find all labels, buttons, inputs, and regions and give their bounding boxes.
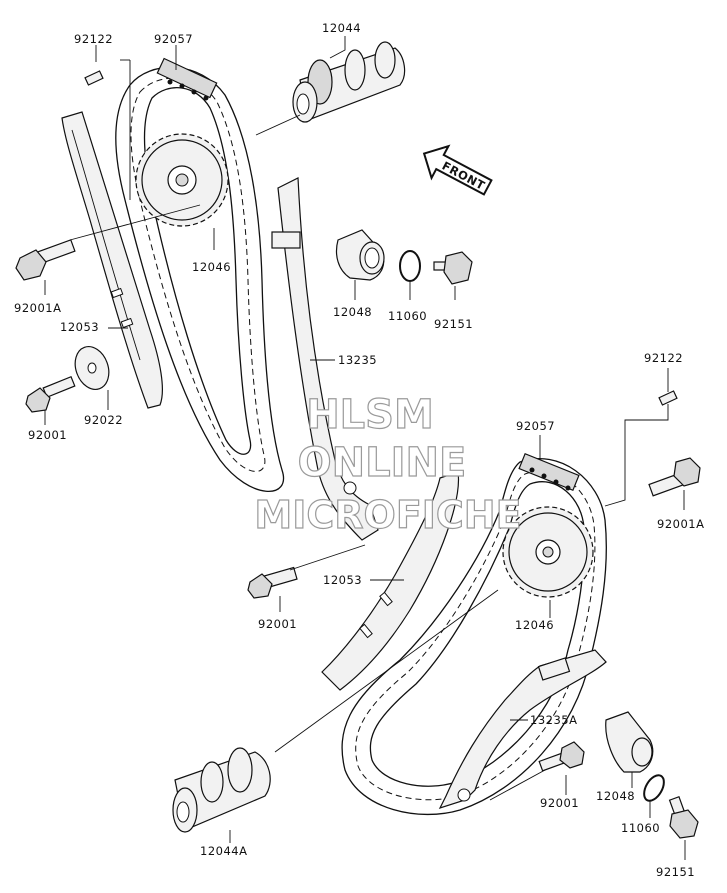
- label-11060-lower: 11060: [621, 821, 660, 835]
- label-92022: 92022: [84, 413, 123, 427]
- tensioner-guide-13235A: [438, 649, 607, 810]
- label-12048-lower: 12048: [596, 789, 635, 803]
- tensioner-12048-upper: [335, 229, 385, 281]
- watermark-line-3: MICROFICHE: [254, 493, 521, 537]
- label-12046-upper: 12046: [192, 260, 231, 274]
- label-92057-lower: 92057: [516, 419, 555, 433]
- leader-lines: [44, 36, 686, 860]
- bolt-92001-lower: [538, 741, 585, 772]
- sprocket-12046-lower: [502, 506, 594, 598]
- bolt-92001-mid: [247, 566, 298, 599]
- watermark: HLSM ONLINE MICROFICHE: [254, 391, 522, 537]
- chain-link-92057-upper: [156, 57, 218, 101]
- label-92057-upper: 92057: [154, 32, 193, 46]
- tensioner-guide-13235: [271, 177, 379, 541]
- chain-guide-12053-upper: [61, 111, 163, 409]
- chain-link-92057-lower: [518, 452, 580, 492]
- washer-92022: [74, 346, 110, 390]
- gasket-11060-lower: [643, 774, 665, 802]
- label-12053-upper: 12053: [60, 320, 99, 334]
- label-92122-upper: 92122: [74, 32, 113, 46]
- label-12044: 12044: [322, 21, 361, 35]
- label-11060-upper: 11060: [388, 309, 427, 323]
- cam-chain-upper: [115, 66, 285, 492]
- label-12044A: 12044A: [200, 844, 247, 858]
- pin-92122-upper: [84, 70, 104, 86]
- label-92151-upper: 92151: [434, 317, 473, 331]
- tensioner-12048-lower: [605, 711, 654, 773]
- sprocket-12046-upper: [135, 133, 229, 227]
- cap-bolt-92151-lower: [668, 796, 699, 839]
- label-13235: 13235: [338, 353, 377, 367]
- label-12048-upper: 12048: [333, 305, 372, 319]
- bolt-92001-upper: [25, 375, 76, 413]
- pin-92122-lower: [658, 390, 678, 406]
- bolt-92001A-lower: [648, 457, 701, 497]
- bolt-92001A-upper: [15, 239, 76, 281]
- watermark-line-2: ONLINE: [298, 440, 467, 486]
- label-12053-lower: 12053: [323, 573, 362, 587]
- watermark-line-1: HLSM: [306, 392, 434, 438]
- label-13235A: 13235A: [530, 713, 577, 727]
- part-labels: 92122 92057 12044 12046 92001A 12053 920…: [14, 21, 704, 879]
- gasket-11060-upper: [399, 250, 421, 282]
- label-92151-lower: 92151: [656, 865, 695, 879]
- label-92001A-lower: 92001A: [657, 517, 704, 531]
- label-92001-lower: 92001: [540, 796, 579, 810]
- camshaft-12044: [292, 41, 406, 123]
- cap-bolt-92151-upper: [433, 251, 473, 285]
- label-92001A-upper: 92001A: [14, 301, 61, 315]
- label-92122-lower: 92122: [644, 351, 683, 365]
- label-92001-mid: 92001: [258, 617, 297, 631]
- chain-guide-12053-lower: [321, 471, 460, 691]
- label-12046-lower: 12046: [515, 618, 554, 632]
- camshaft-12044A: [172, 747, 271, 833]
- front-arrow-icon: FRONT: [422, 144, 493, 196]
- label-92001-upper: 92001: [28, 428, 67, 442]
